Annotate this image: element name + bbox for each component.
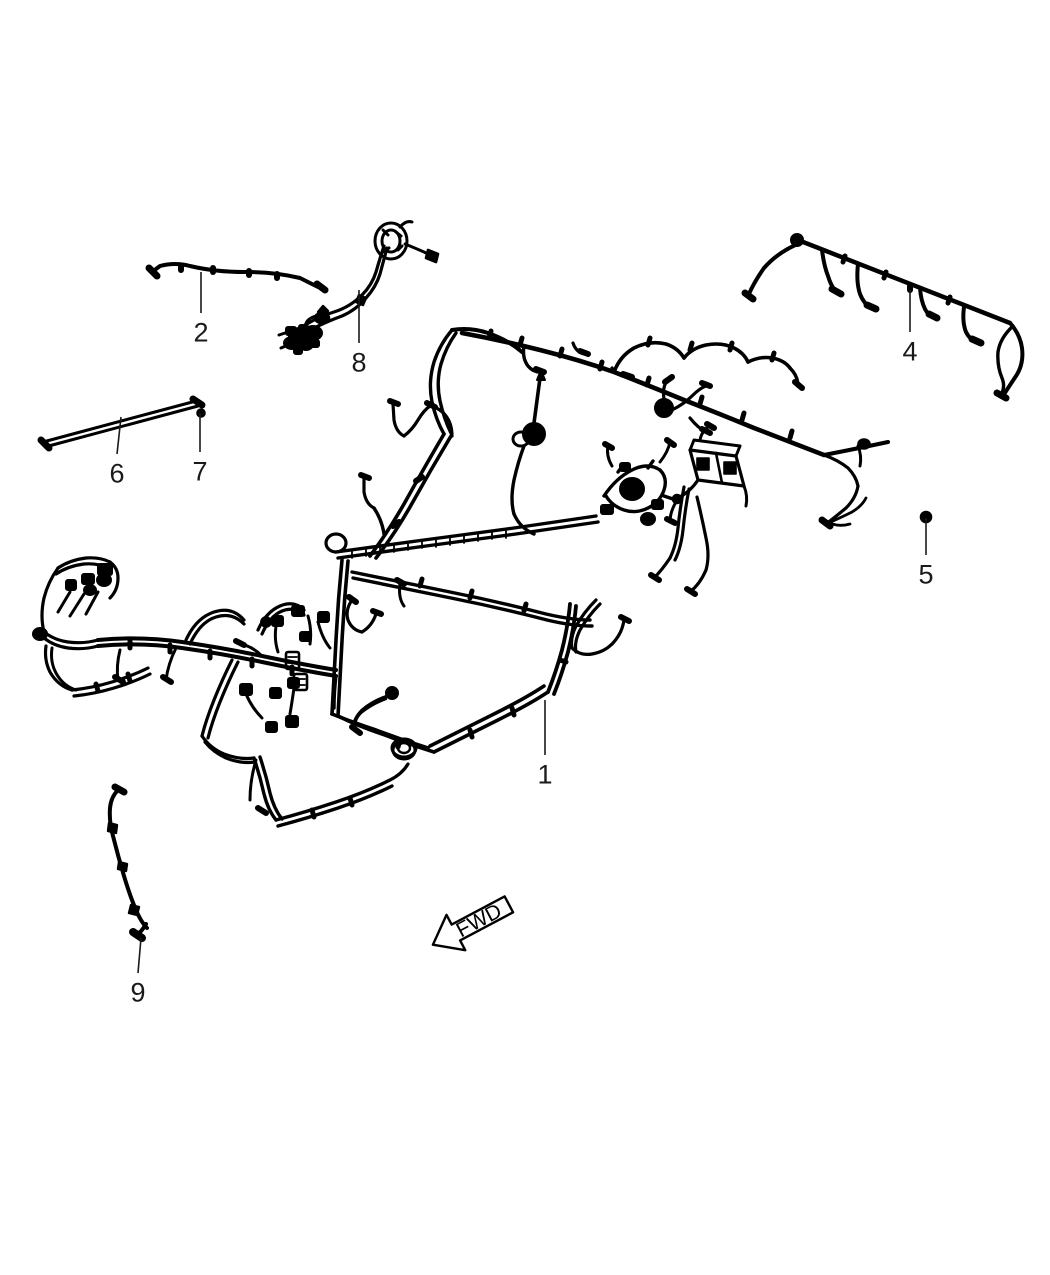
callout-number-9[interactable]: 9 <box>130 977 146 1008</box>
part-9-wiring-jumper <box>106 783 149 942</box>
part-8-door-wiring-jumper <box>277 220 440 355</box>
leader-line-9 <box>137 937 142 974</box>
center-right-connector-cluster <box>600 437 677 526</box>
leader-line-6 <box>116 416 122 455</box>
callout-number-8[interactable]: 8 <box>351 347 367 378</box>
callout-leader-lines <box>116 272 927 974</box>
callout-number-7[interactable]: 7 <box>192 456 208 487</box>
part-6-ground-strap <box>37 395 206 452</box>
mid-left-connector-group <box>239 605 330 733</box>
left-end-connector-cluster <box>32 556 152 698</box>
callout-number-5[interactable]: 5 <box>918 559 934 590</box>
harness-linework <box>32 220 1025 942</box>
part-7-antenna-lead <box>196 408 206 418</box>
callout-number-4[interactable]: 4 <box>902 336 918 367</box>
junction-fuse-block <box>676 421 749 508</box>
callout-number-6[interactable]: 6 <box>109 458 125 489</box>
part-1-main-body-harness <box>32 327 890 828</box>
callout-number-2[interactable]: 2 <box>193 317 209 348</box>
part-2-roof-header-jumper <box>145 262 329 294</box>
part-4-rear-body-harness <box>741 233 1025 402</box>
callout-number-1[interactable]: 1 <box>537 759 553 790</box>
